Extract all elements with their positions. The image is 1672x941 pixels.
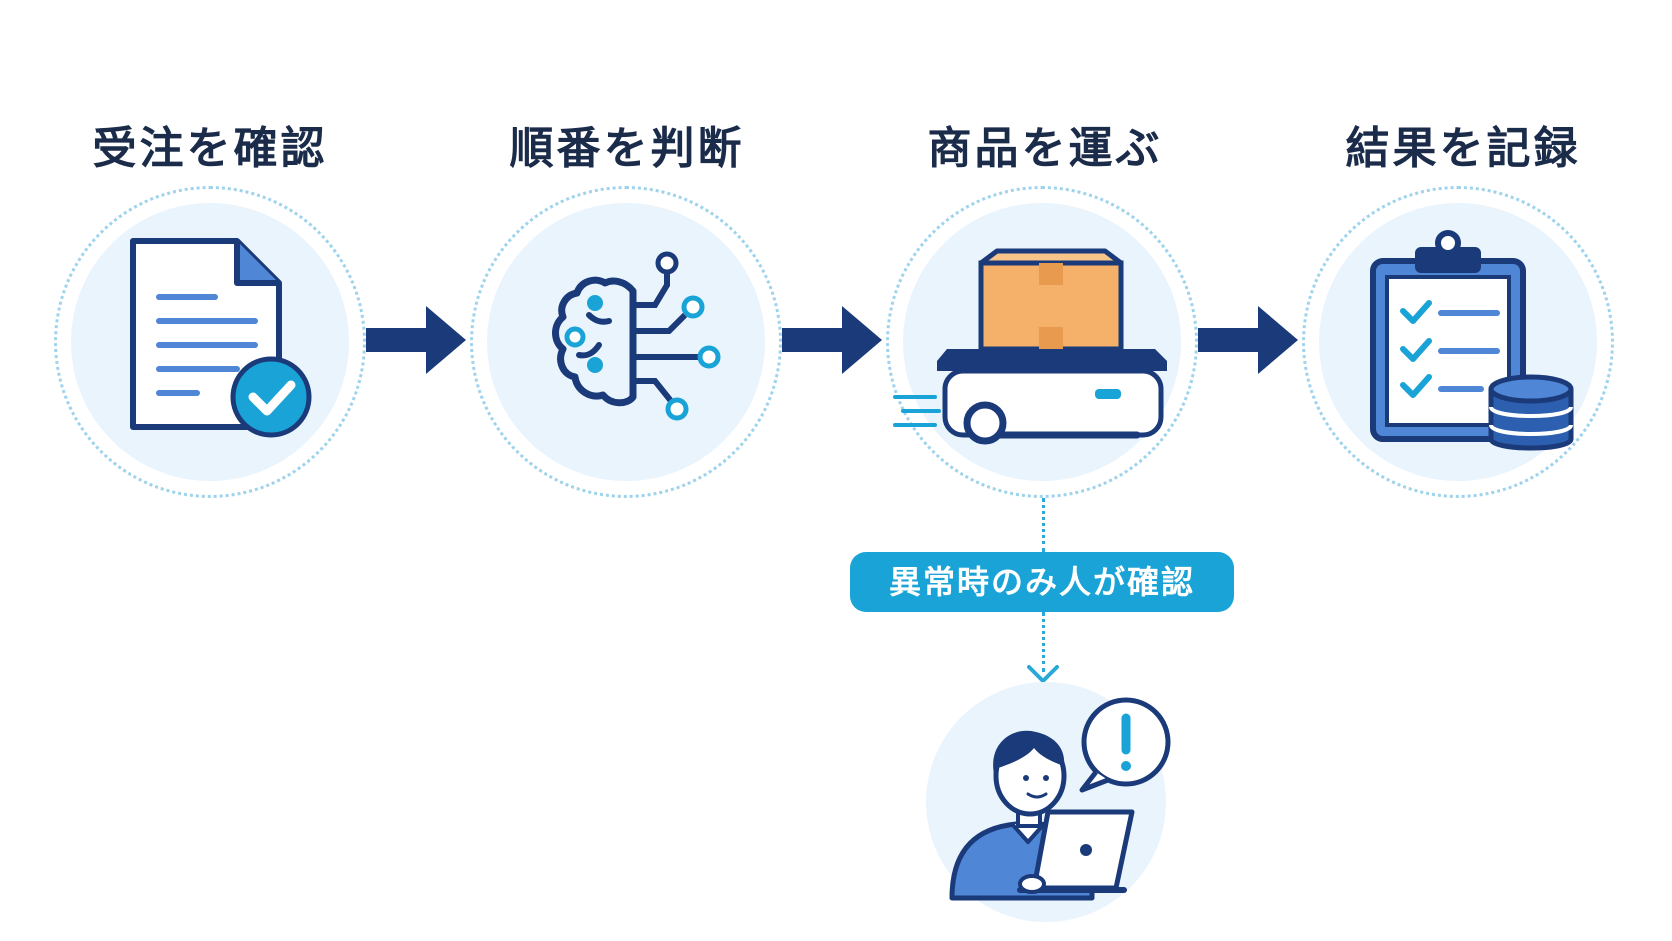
clipboard-database-icon [1370,230,1574,451]
step-circle-4 [1302,186,1614,498]
step-circle-2 [470,186,782,498]
step-title-4: 結果を記録 [1345,123,1581,174]
ai-brain-circuit-icon [552,251,721,421]
step-title-1: 受注を確認 [92,123,328,174]
document-check-icon [130,238,312,438]
step-circle-3 [886,186,1198,498]
flow-arrow-3 [1198,306,1298,374]
step-title-3: 商品を運ぶ [927,123,1163,174]
flow-arrow-1 [366,306,466,374]
operator-alert-icon [949,697,1171,901]
step-circle-1 [54,186,366,498]
exception-connector-bottom [1042,612,1045,672]
flow-arrow-2 [782,306,882,374]
chevron-down-icon [1027,665,1059,683]
step-title-2: 順番を判断 [509,123,745,174]
exception-badge: 異常時のみ人が確認 [850,552,1234,612]
exception-connector-top [1042,498,1045,552]
delivery-robot-icon [893,248,1167,445]
